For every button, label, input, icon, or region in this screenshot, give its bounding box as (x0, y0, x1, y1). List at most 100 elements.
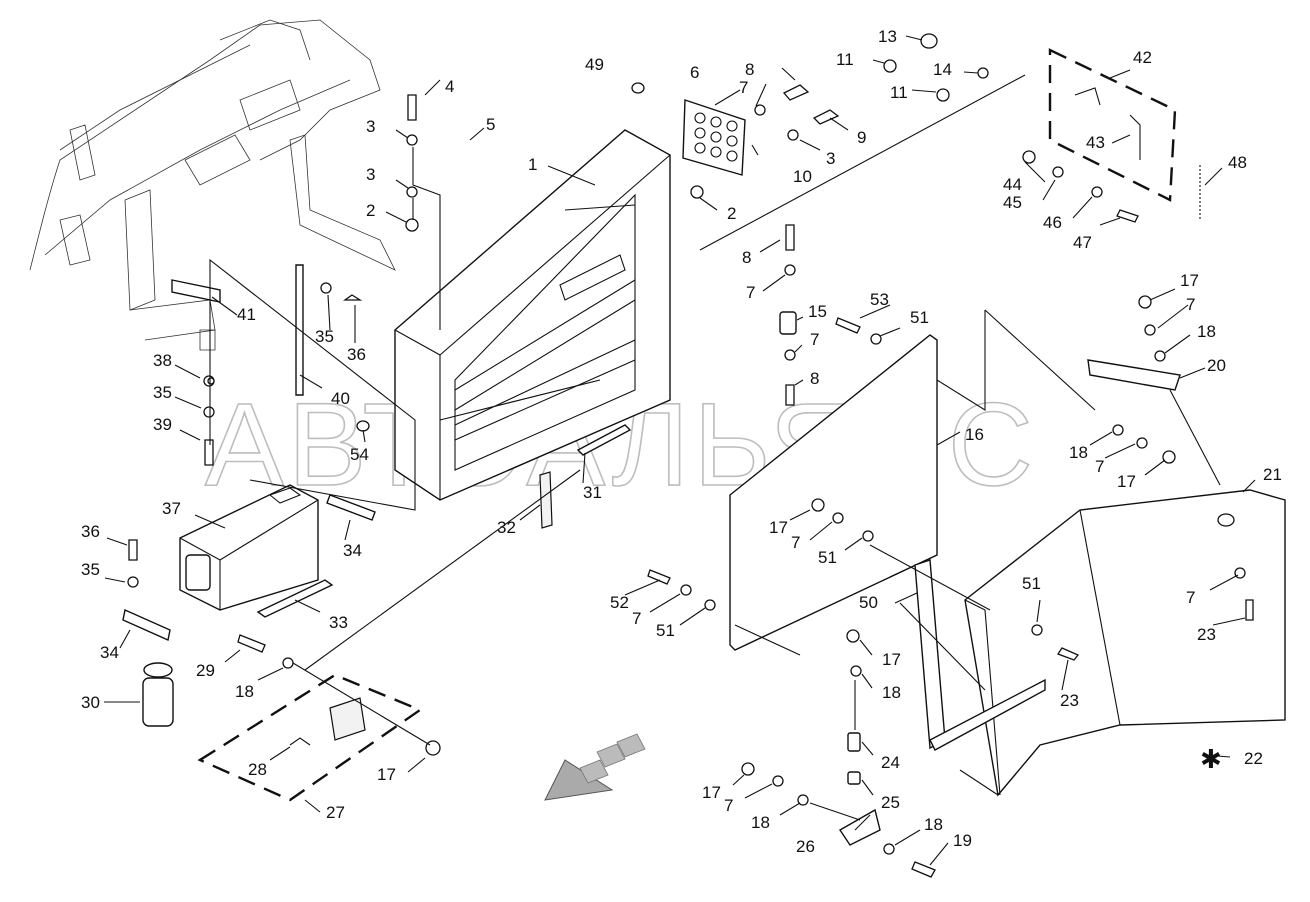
callout-47: 47 (1073, 233, 1092, 252)
callout-2: 2 (727, 204, 736, 223)
callout-18: 18 (235, 682, 254, 701)
callout-3: 3 (366, 165, 375, 184)
callout-31: 31 (583, 483, 602, 502)
callout-7: 7 (1186, 295, 1195, 314)
callout-labels: 1 2 2 3 3 3 4 5 6 7 7 7 7 7 7 7 7 7 8 8 … (81, 27, 1282, 856)
callout-18: 18 (751, 813, 770, 832)
lower-bracket (839, 732, 881, 846)
callout-42: 42 (1133, 48, 1152, 67)
callout-10: 10 (793, 167, 812, 186)
battery-box (394, 129, 671, 501)
callout-3: 3 (366, 117, 375, 136)
callout-17: 17 (1180, 271, 1199, 290)
kit-outline (197, 673, 423, 802)
hold-down-strips (122, 264, 376, 641)
battery (179, 484, 319, 611)
callout-34: 34 (100, 643, 119, 662)
callout-8: 8 (742, 248, 751, 267)
callout-2: 2 (366, 201, 375, 220)
direction-arrow (544, 733, 646, 801)
callout-1: 1 (528, 155, 537, 174)
callout-43: 43 (1086, 133, 1105, 152)
callout-7: 7 (791, 533, 800, 552)
callout-36: 36 (81, 522, 100, 541)
callout-33: 33 (329, 613, 348, 632)
callout-4: 4 (445, 77, 454, 96)
callout-37: 37 (162, 499, 181, 518)
callout-18: 18 (882, 683, 901, 702)
callout-25: 25 (881, 793, 900, 812)
callout-7: 7 (724, 796, 733, 815)
callout-29: 29 (196, 661, 215, 680)
callout-18: 18 (924, 815, 943, 834)
callout-7: 7 (632, 609, 641, 628)
callout-19: 19 (953, 831, 972, 850)
callout-17: 17 (702, 783, 721, 802)
callout-49: 49 (585, 55, 604, 74)
callout-46: 46 (1043, 213, 1062, 232)
callout-11: 11 (836, 50, 854, 69)
leader-lines (104, 35, 1256, 866)
frame-rail-assembly (29, 19, 396, 351)
callout-51: 51 (818, 548, 837, 567)
callout-45: 45 (1003, 193, 1022, 212)
callout-52: 52 (610, 593, 629, 612)
callout-17: 17 (377, 765, 396, 784)
lock-kit-outline (1048, 48, 1177, 202)
callout-9: 9 (857, 128, 866, 147)
callout-26: 26 (796, 837, 815, 856)
hardware (127, 33, 1254, 878)
callout-6: 6 (690, 63, 699, 82)
callout-35: 35 (81, 560, 100, 579)
callout-8: 8 (810, 369, 819, 388)
callout-23: 23 (1197, 625, 1216, 644)
callout-13: 13 (878, 27, 897, 46)
callout-21: 21 (1263, 465, 1282, 484)
callout-20: 20 (1207, 356, 1226, 375)
callout-16: 16 (965, 425, 984, 444)
callout-17: 17 (769, 518, 788, 537)
callout-7: 7 (1095, 457, 1104, 476)
callout-54: 54 (350, 445, 369, 464)
callout-8: 8 (745, 60, 754, 79)
callout-7: 7 (1186, 588, 1195, 607)
callout-38: 38 (153, 351, 172, 370)
callout-39: 39 (153, 415, 172, 434)
callout-18: 18 (1197, 322, 1216, 341)
callout-35: 35 (315, 327, 334, 346)
callout-32: 32 (497, 518, 516, 537)
star-icon: ✱ (1200, 745, 1222, 775)
grommet-plate (682, 99, 746, 176)
callout-50: 50 (859, 593, 878, 612)
callout-17: 17 (882, 650, 901, 669)
callout-24: 24 (881, 753, 900, 772)
callout-44: 44 (1003, 175, 1022, 194)
callout-23: 23 (1060, 691, 1079, 710)
callout-7: 7 (739, 78, 748, 97)
callout-7: 7 (810, 330, 819, 349)
callout-51: 51 (656, 621, 675, 640)
callout-48: 48 (1228, 153, 1247, 172)
support-bracket (914, 559, 1046, 751)
callout-53: 53 (870, 290, 889, 309)
callout-11: 11 (890, 83, 908, 102)
spacer (779, 311, 797, 335)
bracket-strip (539, 424, 632, 529)
callout-40: 40 (331, 389, 350, 408)
callout-51: 51 (1022, 574, 1041, 593)
callout-27: 27 (326, 803, 345, 822)
cover-panel (729, 334, 938, 651)
callout-3: 3 (826, 149, 835, 168)
bottle (142, 662, 174, 727)
mudguard (964, 489, 1286, 797)
callout-5: 5 (486, 115, 495, 134)
callout-51: 51 (910, 308, 929, 327)
mount-bracket (1087, 359, 1181, 391)
callout-14: 14 (933, 60, 952, 79)
callout-34: 34 (343, 541, 362, 560)
callout-30: 30 (81, 693, 100, 712)
callout-35: 35 (153, 383, 172, 402)
callout-41: 41 (237, 305, 256, 324)
callout-28: 28 (248, 760, 267, 779)
